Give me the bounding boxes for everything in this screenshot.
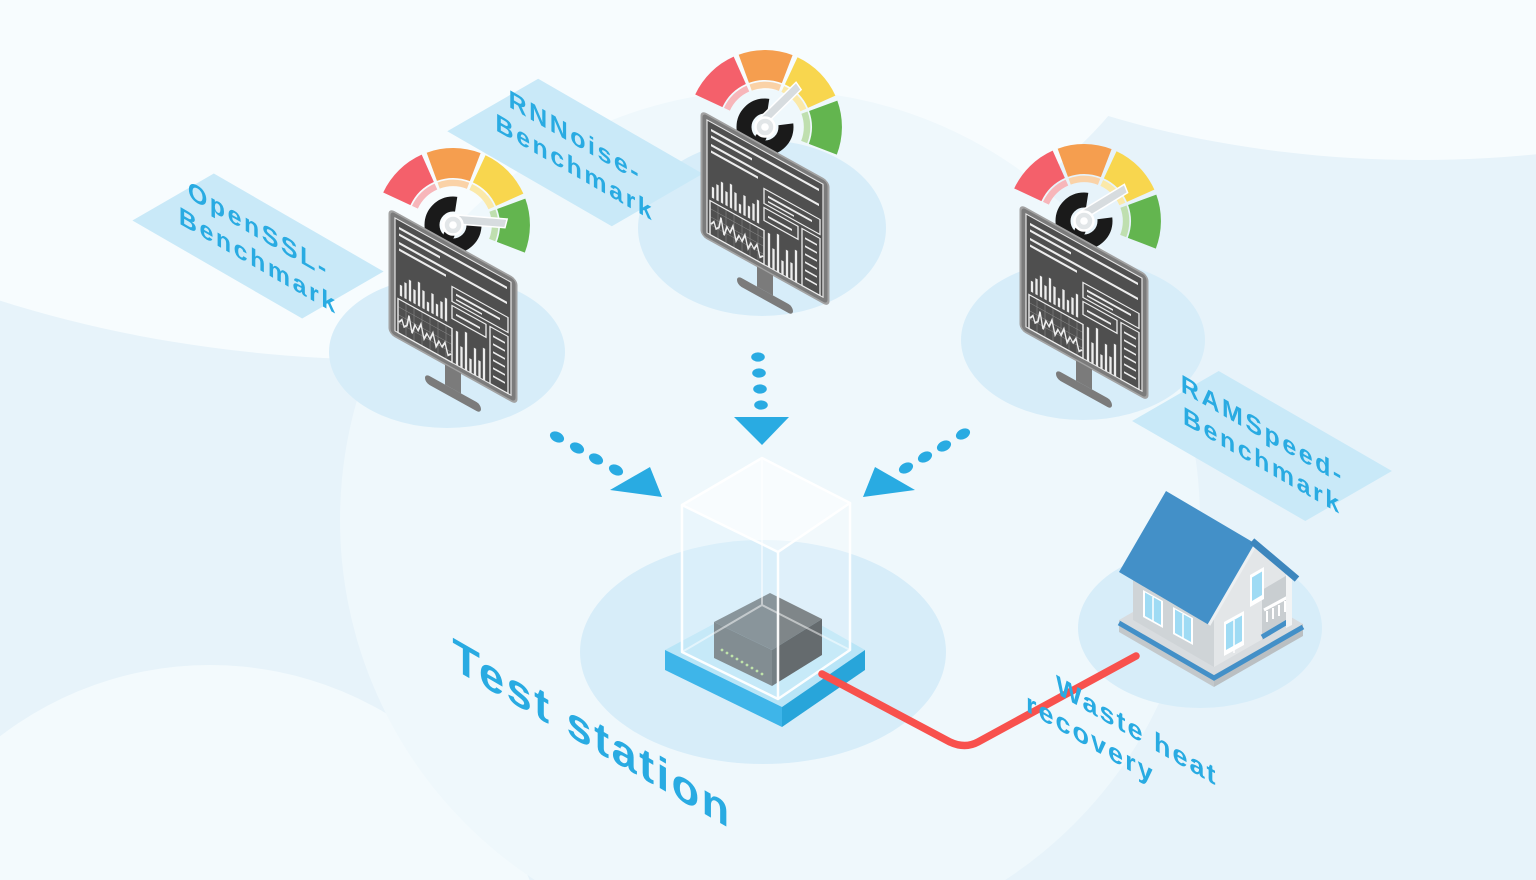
house-windows xyxy=(1143,567,1264,656)
arrow-from-ramspeed-icon xyxy=(863,428,971,497)
house-icon xyxy=(1117,491,1305,687)
benchmark-monitor-ramspeed xyxy=(1019,203,1149,431)
benchmark-monitor-rnnoise xyxy=(700,109,830,337)
glass-case-icon xyxy=(680,456,852,701)
waste-heat-cable xyxy=(818,652,1140,750)
arrow-from-openssl-icon xyxy=(549,431,662,497)
benchmark-monitor-openssl xyxy=(388,207,518,435)
dotted-arrows xyxy=(549,352,971,497)
arrow-from-rnnoise-icon xyxy=(734,352,789,445)
mini-pc-icon xyxy=(714,593,822,686)
test-station xyxy=(665,456,865,727)
